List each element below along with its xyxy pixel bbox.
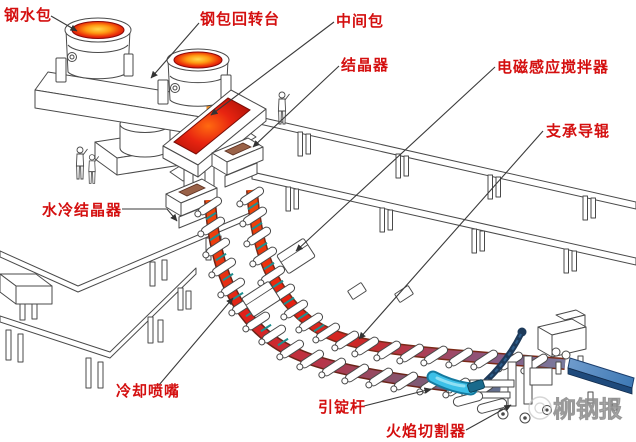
molten-steel-surface	[173, 51, 223, 69]
leader-lines	[50, 15, 544, 431]
dummy-bar-chain	[483, 327, 527, 384]
label-flame-cutter: 火焰切割器	[386, 422, 466, 440]
strand-left	[192, 195, 501, 404]
molten-steel-surface	[71, 21, 125, 39]
electromagnetic-stirrer-unit	[276, 238, 316, 274]
label-water-cooled-mold: 水冷结晶器	[42, 201, 122, 219]
withdrawal-straightener	[537, 309, 587, 375]
tundish-molten-steel	[173, 97, 251, 155]
worker-figure	[277, 91, 290, 125]
watermark-text: 柳钢报	[553, 396, 622, 422]
platform-strip-lower	[251, 171, 636, 274]
ground-floor	[0, 267, 197, 389]
mold-right	[211, 137, 264, 188]
label-turret: 钢包回转台	[200, 10, 280, 28]
label-guide-roll: 支承导辊	[545, 122, 610, 140]
cast-slab	[567, 357, 635, 411]
callout-labels: 钢水包 钢包回转台 中间包 结晶器 电磁感应搅拌器 支承导辊 水冷结晶器 冷却喷…	[4, 6, 610, 440]
label-ladle: 钢水包	[4, 6, 52, 24]
strand-right	[234, 185, 566, 377]
platform-strip-upper	[254, 115, 636, 221]
flame-cutter-machine	[447, 355, 553, 424]
segment-plate	[394, 285, 414, 303]
steel-ladle-front	[157, 48, 232, 136]
label-tundish: 中间包	[336, 12, 384, 30]
label-mold: 结晶器	[341, 56, 389, 74]
steel-ladle-rear	[55, 17, 134, 83]
worker-figure	[75, 146, 88, 180]
dummy-bar	[426, 370, 485, 396]
label-stirrer: 电磁感应搅拌器	[497, 58, 609, 76]
electromagnetic-stirrer-unit	[241, 281, 281, 317]
floor-step-box	[0, 273, 53, 305]
segment-plate	[347, 282, 367, 300]
worker-figure	[88, 154, 100, 184]
watermark: 柳钢报	[528, 396, 622, 422]
label-dummy-bar: 引锭杆	[318, 398, 366, 416]
label-cooling-nozzle: 冷却喷嘴	[116, 382, 180, 400]
